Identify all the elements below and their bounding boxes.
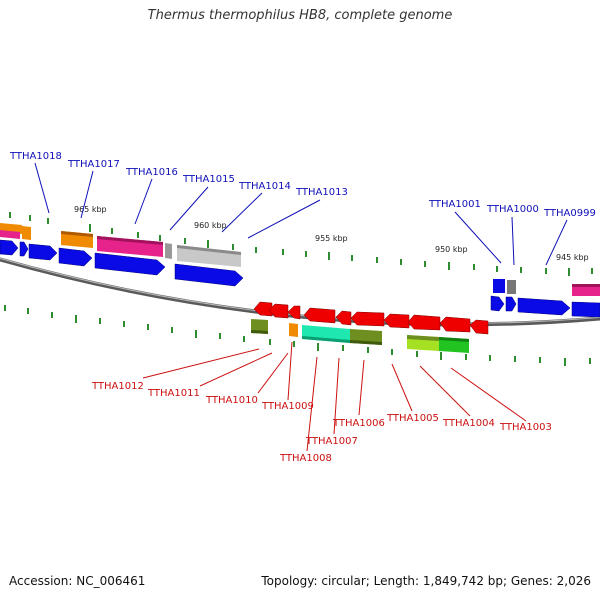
cds-arrow[interactable] (517, 297, 571, 316)
cds-arrow[interactable] (19, 241, 29, 257)
map-title: Thermus thermophilus HB8, complete genom… (147, 8, 453, 23)
gene-label-forward[interactable]: TTHA1017 (67, 159, 120, 170)
gene-label-reverse[interactable]: TTHA1003 (499, 422, 552, 433)
reverse-cds-track (253, 301, 489, 335)
gene-label-reverse[interactable]: TTHA1007 (305, 436, 358, 447)
reverse-feature-track (251, 319, 469, 353)
gene-feature[interactable] (507, 280, 516, 294)
gene-label-forward[interactable]: TTHA1001 (428, 199, 481, 210)
gene-feature[interactable] (177, 245, 241, 255)
gene-label-forward[interactable]: TTHA1015 (182, 174, 235, 185)
forward-gene-labels: TTHA1018 TTHA1017 TTHA1016 TTHA1015 TTHA… (9, 151, 596, 219)
gene-label-forward[interactable]: TTHA1016 (125, 167, 178, 178)
cds-arrow[interactable] (350, 311, 385, 327)
gene-feature[interactable] (439, 337, 469, 342)
gene-label-forward[interactable]: TTHA1000 (486, 204, 539, 215)
cds-arrow[interactable] (469, 319, 489, 335)
gene-feature[interactable] (0, 230, 20, 239)
cds-arrow[interactable] (0, 239, 19, 256)
gene-label-reverse[interactable]: TTHA1006 (332, 418, 385, 429)
cds-arrow[interactable] (335, 310, 352, 326)
forward-feature-track (0, 223, 600, 296)
gene-label-forward[interactable]: TTHA1018 (9, 151, 62, 162)
scale-label: 945 kbp (556, 253, 589, 262)
scale-label: 950 kbp (435, 245, 468, 254)
cds-arrow[interactable] (287, 305, 301, 320)
gene-label-reverse[interactable]: TTHA1005 (386, 413, 439, 424)
gene-label-reverse[interactable]: TTHA1011 (147, 388, 200, 399)
scale-label: 965 kbp (74, 205, 107, 214)
scale-label: 960 kbp (194, 221, 227, 230)
gene-label-reverse[interactable]: TTHA1009 (261, 401, 314, 412)
gene-feature[interactable] (350, 340, 382, 345)
gene-feature[interactable] (572, 284, 600, 287)
gene-feature[interactable] (165, 243, 172, 259)
cds-arrow[interactable] (253, 301, 273, 317)
gene-feature[interactable] (302, 336, 350, 343)
cds-arrow[interactable] (490, 295, 505, 312)
cds-arrow[interactable] (571, 301, 600, 318)
gene-feature[interactable] (22, 226, 31, 240)
gene-feature[interactable] (493, 279, 505, 293)
reverse-gene-labels: TTHA1012 TTHA1011 TTHA1010 TTHA1009 TTHA… (91, 381, 552, 464)
gene-feature[interactable] (289, 323, 298, 337)
gene-feature[interactable] (97, 236, 163, 245)
cds-arrow[interactable] (505, 296, 517, 312)
scale-labels: 965 kbp 960 kbp 955 kbp 950 kbp 945 kbp (74, 205, 589, 262)
gene-feature[interactable] (251, 330, 268, 334)
scale-label: 955 kbp (315, 234, 348, 243)
gene-feature[interactable] (407, 335, 439, 341)
outer-scale (9, 212, 593, 276)
gene-label-forward[interactable]: TTHA1014 (238, 181, 291, 192)
reverse-label-leaders (142, 341, 527, 452)
gene-feature[interactable] (61, 231, 93, 237)
cds-arrow[interactable] (174, 263, 244, 287)
gene-label-reverse[interactable]: TTHA1010 (205, 395, 258, 406)
gene-label-reverse[interactable]: TTHA1008 (279, 453, 332, 464)
cds-arrow[interactable] (268, 303, 289, 319)
cds-arrow[interactable] (383, 313, 410, 329)
gene-label-reverse[interactable]: TTHA1004 (442, 418, 495, 429)
cds-arrow[interactable] (407, 314, 441, 331)
genome-summary: Topology: circular; Length: 1,849,742 bp… (261, 574, 591, 588)
cds-arrow[interactable] (58, 247, 93, 267)
gene-label-forward[interactable]: TTHA1013 (295, 187, 348, 198)
cds-arrow[interactable] (94, 252, 166, 276)
inner-scale (4, 305, 591, 366)
forward-cds-track (0, 239, 600, 318)
cds-arrow[interactable] (28, 243, 58, 261)
accession-text: Accession: NC_006461 (9, 574, 146, 588)
gene-label-forward[interactable]: TTHA0999 (543, 208, 596, 219)
forward-label-leaders (34, 162, 568, 266)
cds-arrow[interactable] (303, 307, 336, 324)
cds-arrow[interactable] (439, 316, 471, 333)
gene-label-reverse[interactable]: TTHA1012 (91, 381, 144, 392)
